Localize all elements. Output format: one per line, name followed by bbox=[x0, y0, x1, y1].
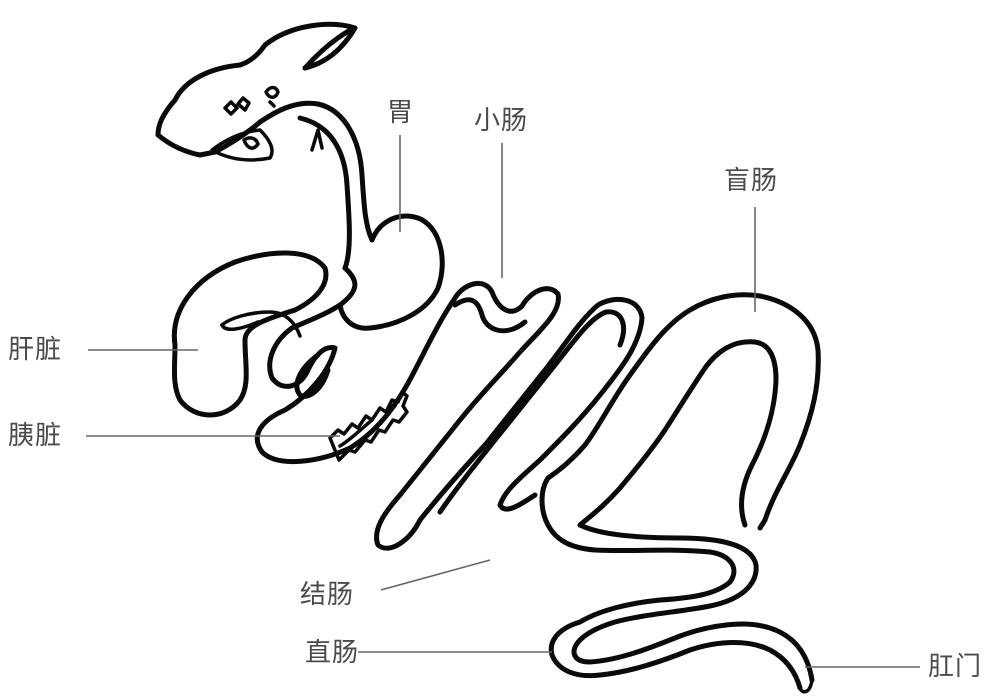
label-rectum: 直肠 bbox=[305, 638, 360, 668]
label-stomach: 胃 bbox=[387, 98, 415, 128]
esophagus bbox=[297, 101, 375, 271]
label-colon: 结肠 bbox=[300, 580, 355, 610]
label-small-intestine: 小肠 bbox=[474, 106, 529, 136]
small-intestine-organ bbox=[254, 281, 645, 551]
leader-line-colon bbox=[380, 559, 491, 591]
label-cecum: 盲肠 bbox=[724, 166, 779, 196]
label-pancreas: 胰脏 bbox=[8, 421, 63, 451]
rectum-organ bbox=[548, 619, 815, 694]
stomach-organ bbox=[289, 213, 445, 331]
liver-organ bbox=[171, 250, 329, 418]
label-liver: 肝脏 bbox=[8, 335, 63, 365]
head-outline bbox=[155, 21, 358, 162]
label-anus: 肛门 bbox=[928, 652, 983, 682]
colon-organ bbox=[539, 475, 759, 643]
cecum-organ bbox=[545, 292, 821, 531]
pancreas-organ bbox=[328, 390, 409, 462]
